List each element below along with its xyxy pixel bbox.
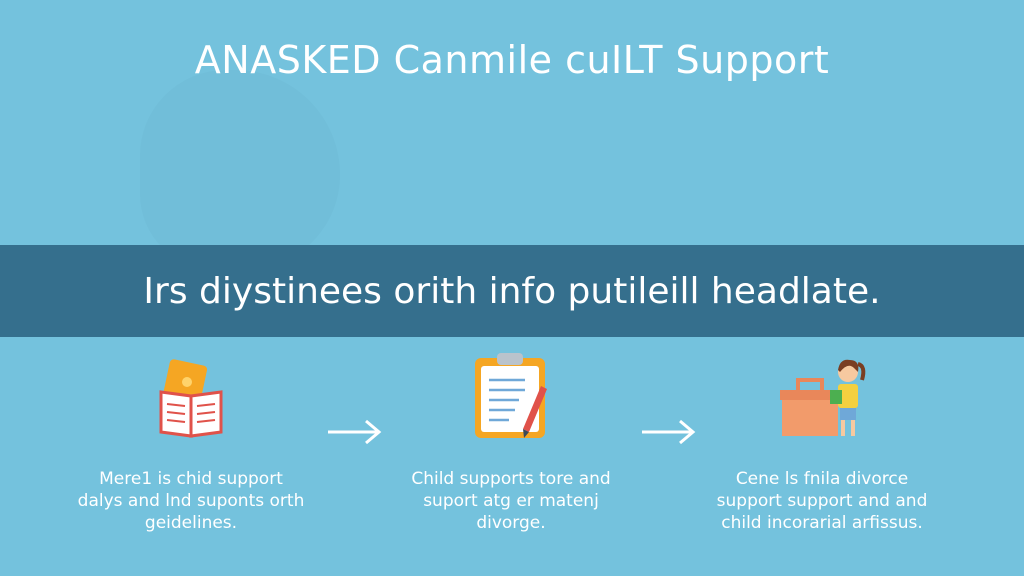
step-1: Mere1 is chid support dalys and lnd supo… (76, 350, 306, 534)
step-3: Cene ls fnila divorce support support an… (707, 350, 937, 534)
background-shape (140, 70, 340, 270)
arrow-right-icon (642, 419, 696, 445)
child-with-box-icon (774, 350, 870, 446)
arrow-right-icon (328, 419, 382, 445)
banner-text: Irs diystinees orith info putileill head… (143, 270, 881, 312)
step-2-caption: Child supports tore and suport atg er ma… (411, 469, 611, 533)
open-book-icon (143, 350, 239, 446)
step-2: Child supports tore and suport atg er ma… (396, 350, 626, 534)
headline-banner: Irs diystinees orith info putileill head… (0, 245, 1024, 337)
page-title: ANASKED Canmile cuILT Support (194, 38, 830, 82)
clipboard-checklist-icon (463, 350, 559, 446)
step-1-caption: Mere1 is chid support dalys and lnd supo… (77, 469, 305, 533)
step-3-caption: Cene ls fnila divorce support support an… (716, 469, 928, 533)
